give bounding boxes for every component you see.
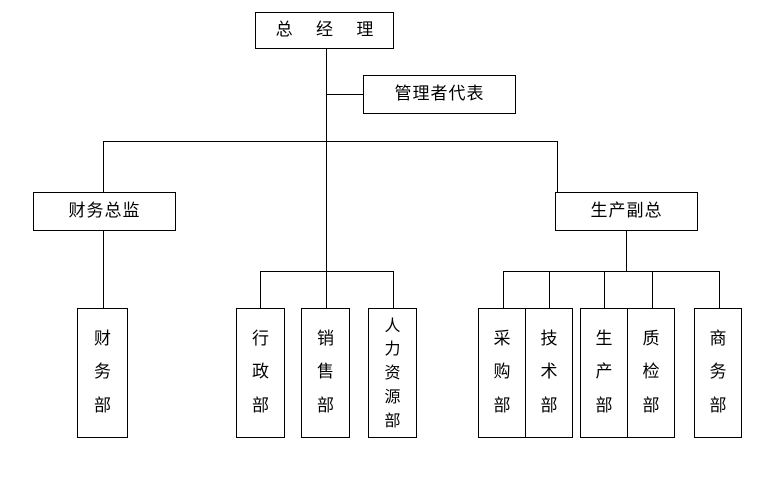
connector-middle-bus xyxy=(260,271,394,272)
node-production-dept[interactable]: 生 产 部 xyxy=(580,308,628,438)
node-production-vp-label: 生产副总 xyxy=(590,201,663,221)
node-quality-dept[interactable]: 质 检 部 xyxy=(627,308,675,438)
node-management-rep[interactable]: 管理者代表 xyxy=(363,75,516,114)
connector-gm-spine xyxy=(326,48,327,271)
connector-level2-bus xyxy=(103,141,558,142)
node-admin-dept[interactable]: 行 政 部 xyxy=(236,308,285,438)
node-hr-dept[interactable]: 人 力 资 源 部 xyxy=(368,308,417,438)
node-purchasing-dept-label: 采 购 部 xyxy=(493,329,511,416)
connector-management-rep-stub xyxy=(326,94,363,95)
node-sales-dept-label: 销 售 部 xyxy=(317,329,334,416)
node-business-dept-label: 商 务 部 xyxy=(709,329,727,416)
node-admin-dept-label: 行 政 部 xyxy=(252,329,269,416)
connector-production-vp-to-bus xyxy=(626,230,627,271)
node-sales-dept[interactable]: 销 售 部 xyxy=(301,308,350,438)
node-technology-dept[interactable]: 技 术 部 xyxy=(525,308,573,438)
connector-technology-dept-drop xyxy=(549,271,550,308)
node-purchasing-dept[interactable]: 采 购 部 xyxy=(478,308,526,438)
node-finance-director[interactable]: 财务总监 xyxy=(33,192,176,231)
node-production-vp[interactable]: 生产副总 xyxy=(555,192,698,231)
node-production-dept-label: 生 产 部 xyxy=(595,329,613,416)
connector-production-dept-drop xyxy=(604,271,605,308)
connector-sales-dept-drop xyxy=(326,271,327,308)
connector-hr-dept-drop xyxy=(393,271,394,308)
node-finance-dept-label: 财 务 部 xyxy=(94,329,111,416)
node-business-dept[interactable]: 商 务 部 xyxy=(694,308,742,438)
node-quality-dept-label: 质 检 部 xyxy=(642,329,660,416)
connector-admin-dept-drop xyxy=(260,271,261,308)
node-general-manager-label: 总 经 理 xyxy=(275,20,383,40)
connector-business-dept-drop xyxy=(719,271,720,308)
node-general-manager[interactable]: 总 经 理 xyxy=(255,12,394,49)
node-finance-dept[interactable]: 财 务 部 xyxy=(77,308,128,438)
connector-finance-director-to-dept xyxy=(103,230,104,308)
node-finance-director-label: 财务总监 xyxy=(68,201,141,221)
node-technology-dept-label: 技 术 部 xyxy=(540,329,558,416)
connector-purchasing-dept-drop xyxy=(503,271,504,308)
connector-production-vp-drop xyxy=(557,141,558,192)
connector-production-bus xyxy=(503,271,719,272)
connector-quality-dept-drop xyxy=(652,271,653,308)
node-management-rep-label: 管理者代表 xyxy=(394,84,485,104)
node-hr-dept-label: 人 力 资 源 部 xyxy=(384,315,401,430)
connector-finance-director-drop xyxy=(103,141,104,192)
